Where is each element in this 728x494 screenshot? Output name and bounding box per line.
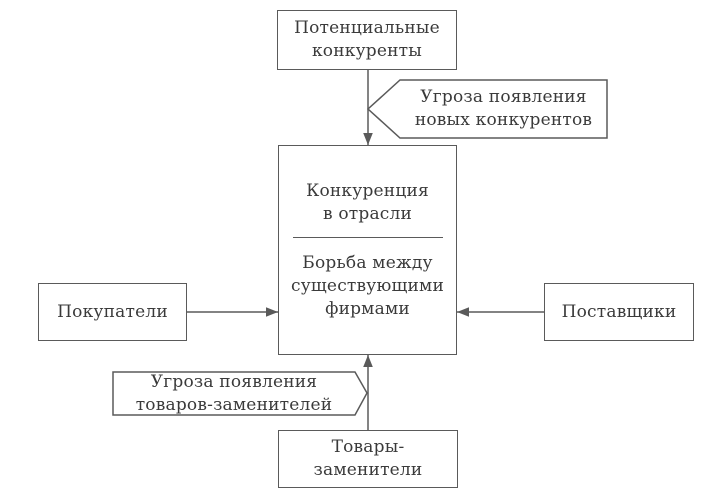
- threat-substitutes-label: Угроза появления товаров-заменителей: [135, 372, 333, 415]
- substitutes-label: Товары- заменители: [313, 437, 423, 480]
- potential-competitors-box: Потенциальные конкуренты: [277, 10, 457, 70]
- buyers-box: Покупатели: [38, 283, 187, 341]
- substitutes-box: Товары- заменители: [278, 430, 458, 488]
- industry-competition-box: Конкуренция в отрасли Борьба между сущес…: [278, 145, 457, 355]
- callout-substitutes-shape: [112, 371, 368, 416]
- center-divider: [292, 237, 443, 238]
- threat-new-entrants-label: Угроза появления новых конкурентов: [414, 87, 593, 130]
- callout-new-entrants-shape: [366, 79, 608, 139]
- industry-rivalry-label: Борьба между существующими фирмами: [291, 253, 444, 319]
- potential-competitors-label: Потенциальные конкуренты: [294, 18, 440, 61]
- buyers-label: Покупатели: [57, 301, 168, 322]
- suppliers-label: Поставщики: [561, 301, 677, 322]
- industry-competition-title: Конкуренция в отрасли: [306, 181, 429, 224]
- suppliers-box: Поставщики: [544, 283, 694, 341]
